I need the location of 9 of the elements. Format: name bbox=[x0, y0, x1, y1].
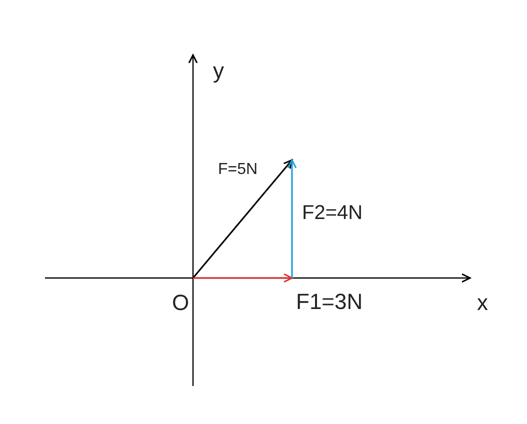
edge-label: F2=4N bbox=[302, 203, 363, 223]
origin-label: O bbox=[172, 292, 190, 314]
force-arrow bbox=[287, 159, 297, 278]
force-arrow bbox=[192, 159, 293, 279]
edge-label: F=5N bbox=[218, 162, 258, 178]
axis-label: x bbox=[477, 292, 488, 314]
force-arrow bbox=[193, 273, 293, 283]
edge-label: F1=3N bbox=[296, 291, 363, 313]
axis-label: y bbox=[213, 60, 224, 82]
